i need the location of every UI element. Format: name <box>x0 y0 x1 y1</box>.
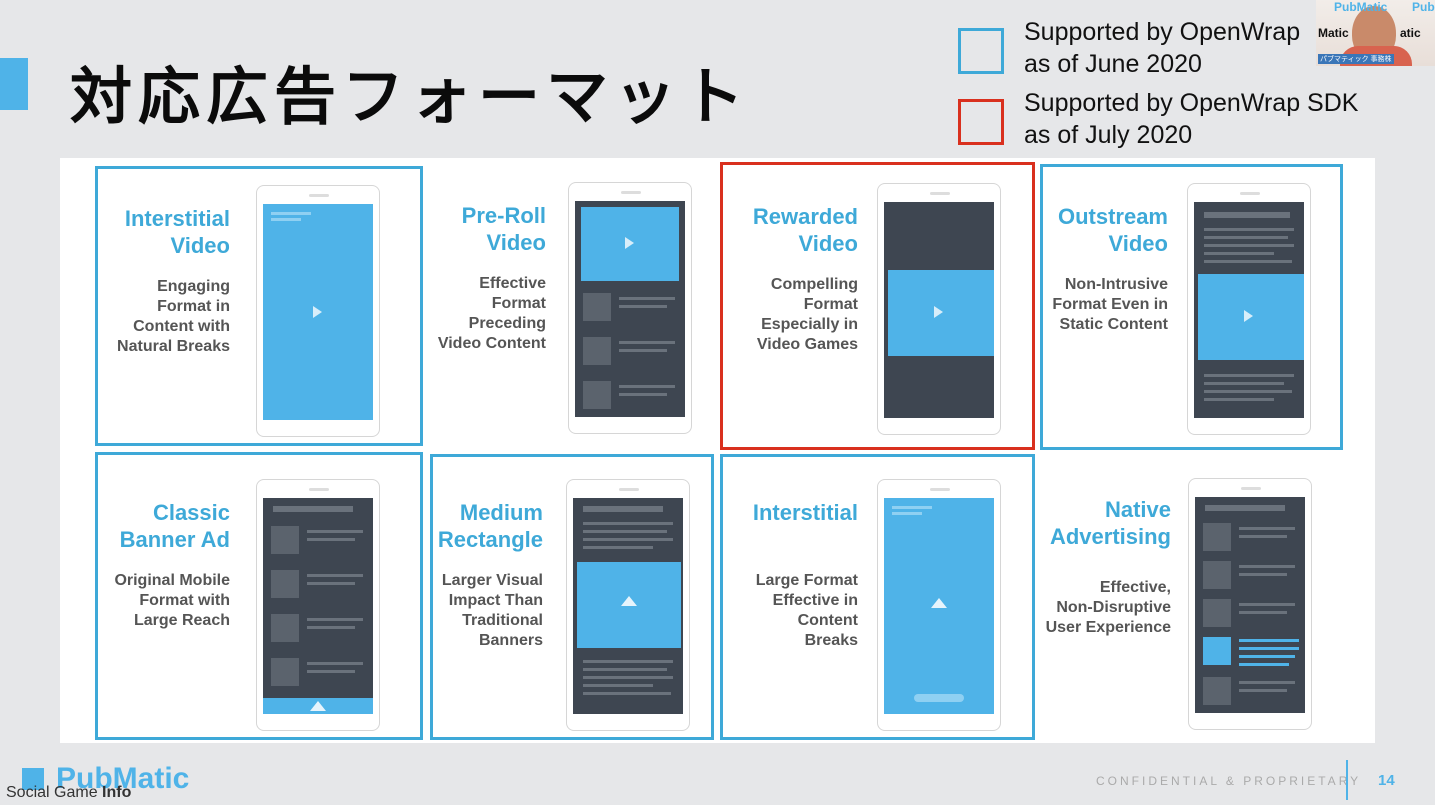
phone-screen <box>1195 497 1305 713</box>
footer-divider <box>1346 760 1348 800</box>
legend-label-july: Supported by OpenWrap SDK as of July 202… <box>1024 89 1359 149</box>
page-number: 14 <box>1378 772 1395 789</box>
play-icon <box>1244 310 1253 322</box>
play-icon <box>934 306 943 318</box>
phone-mockup <box>256 185 380 437</box>
phone-mockup <box>566 479 690 731</box>
legend-label-june: Supported by OpenWrap as of June 2020 <box>1024 18 1301 78</box>
source-watermark: Social Game Info <box>6 784 132 801</box>
webcam-logo-right: Pub <box>1412 0 1435 14</box>
phone-screen <box>884 202 994 418</box>
phone-mockup <box>1188 478 1312 730</box>
webcam-logo-top: PubMatic <box>1334 0 1388 14</box>
webcam-overlay: PubMatic Pub Matic atic パブマティック 事務株 <box>1316 0 1435 66</box>
legend-swatch-july <box>958 99 1004 145</box>
phone-screen <box>575 201 685 417</box>
phone-mockup <box>1187 183 1311 435</box>
title-accent-bar <box>0 58 28 110</box>
webcam-logo-mid: Matic <box>1318 26 1349 40</box>
phone-screen <box>263 498 373 714</box>
phone-mockup <box>877 479 1001 731</box>
phone-screen <box>573 498 683 714</box>
phone-screen <box>1194 202 1304 418</box>
phone-screen <box>263 204 373 420</box>
phone-mockup <box>256 479 380 731</box>
legend-swatch-june <box>958 28 1004 74</box>
play-icon <box>625 237 634 249</box>
play-icon <box>313 306 322 318</box>
card-title: Interstitial <box>752 500 858 525</box>
logo-square-icon <box>22 768 44 790</box>
webcam-logo-mid2: atic <box>1400 26 1421 40</box>
confidential-notice: CONFIDENTIAL & PROPRIETARY <box>1096 774 1362 788</box>
phone-mockup <box>568 182 692 434</box>
logo-wordmark: PubMatic <box>56 762 190 795</box>
phone-screen <box>884 498 994 714</box>
page-title: 対応広告フォーマット <box>70 60 751 133</box>
phone-mockup <box>877 183 1001 435</box>
webcam-name-tag: パブマティック 事務株 <box>1318 54 1394 64</box>
